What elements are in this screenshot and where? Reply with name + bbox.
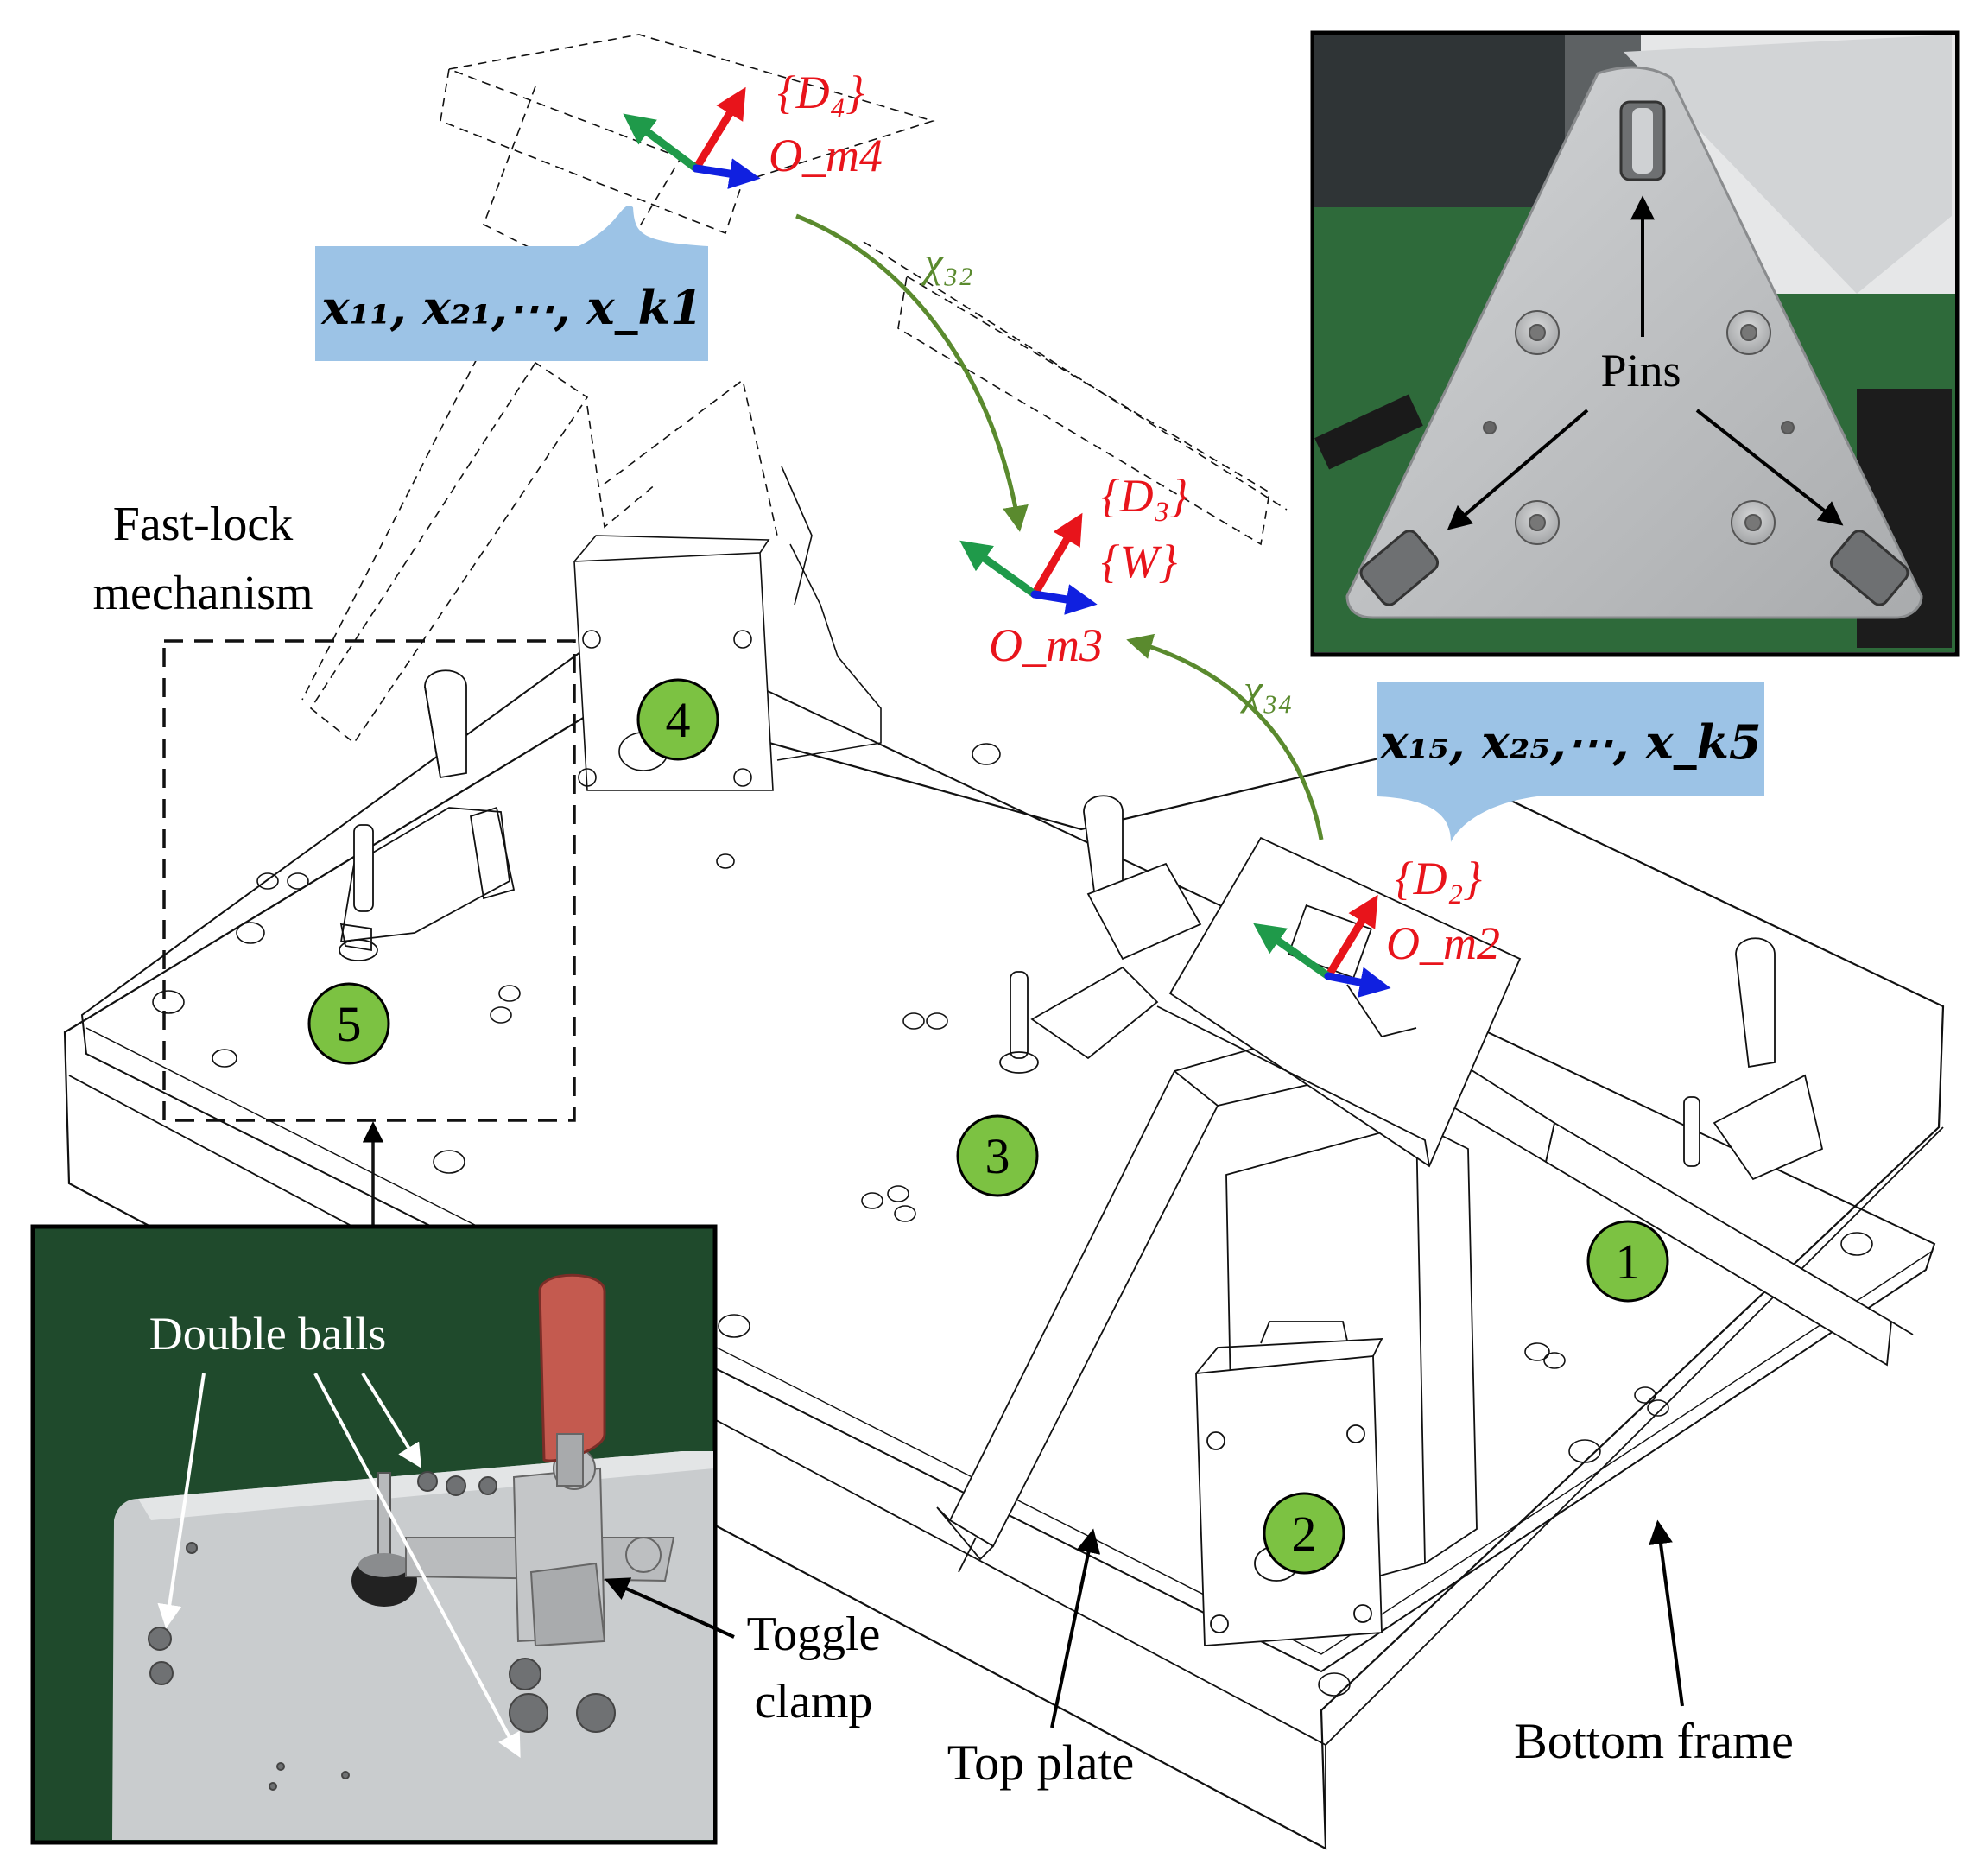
double-balls-label: Double balls (149, 1308, 386, 1360)
fast-lock-photo: Double balls (30, 1224, 735, 1845)
module-1-leg-drawing (1449, 1061, 1914, 1367)
toggle-clamp-drawing (339, 669, 516, 961)
bottom-frame-label: Bottom frame (1514, 1713, 1794, 1769)
module-badge-4: 4 (636, 678, 719, 761)
fast-lock-label-line2: mechanism (92, 567, 313, 620)
top-plate-arrow (1050, 1528, 1101, 1728)
frame-om3-label: O_m3 (989, 619, 1103, 671)
frame-d3-axes (959, 512, 1098, 615)
frame-om2-label: O_m2 (1386, 917, 1500, 969)
module-badge-1: 1 (1586, 1220, 1669, 1303)
svg-text:4: 4 (666, 692, 691, 748)
frame-d4-axes (623, 86, 761, 189)
module-badges: 1 2 3 4 5 (307, 678, 1669, 1575)
toggle-clamp-label-line1: Toggle (747, 1608, 881, 1661)
frame-d2-axes (1253, 894, 1391, 998)
frame-om4-label: O_m4 (769, 130, 883, 181)
fast-lock-label-line1: Fast-lock (113, 498, 293, 551)
toggle-clamp-label-line2: clamp (755, 1675, 873, 1728)
frame-d3-label: {D₃} (1101, 470, 1188, 522)
chi32-arrow (795, 213, 1029, 532)
module-badge-3: 3 (956, 1114, 1039, 1197)
triangle-plate (1345, 66, 1923, 619)
photo-toggle-clamp (351, 1273, 675, 1647)
pins-photo: Pins (1310, 30, 1960, 657)
frame-d4-label: {D₄} (777, 67, 864, 118)
svg-text:3: 3 (985, 1128, 1010, 1184)
callout-right-text: x₁₅, x₂₅,⋯, x_k5 (1379, 714, 1761, 770)
module-4-drawing (301, 34, 1288, 791)
module-1-clamp-drawing (1683, 937, 1824, 1181)
chi34-arrow (1126, 633, 1324, 840)
chi34-label: χ₃₄ (1240, 665, 1293, 714)
plate-holes (152, 743, 1873, 1697)
svg-text:2: 2 (1292, 1506, 1317, 1562)
callout-top-text: x₁₁, x₂₁,⋯, x_k1 (320, 280, 702, 335)
callout-right: x₁₅, x₂₅,⋯, x_k5 (1377, 682, 1764, 842)
platform-drawing (63, 34, 1945, 1850)
frame-d2-label: {D₂} (1395, 853, 1482, 904)
module-3-clamp-drawing (999, 795, 1159, 1074)
svg-text:5: 5 (337, 996, 362, 1052)
module-badge-5: 5 (307, 982, 390, 1065)
fast-lock-box (162, 639, 576, 1122)
pin-plate-bolts (1483, 310, 1795, 545)
svg-text:1: 1 (1616, 1234, 1641, 1290)
pins-label: Pins (1600, 345, 1681, 396)
module-2-motor-drawing (1195, 1321, 1383, 1646)
top-plate-label: Top plate (947, 1735, 1135, 1791)
frame-w-label: {W} (1101, 536, 1178, 587)
callout-top: x₁₁, x₂₁,⋯, x_k1 (315, 206, 708, 361)
chi32-label: χ₃₂ (921, 238, 973, 286)
module-badge-2: 2 (1263, 1492, 1345, 1575)
bottom-frame-arrow (1649, 1519, 1684, 1707)
module-2-leg-drawing (936, 1035, 1332, 1573)
